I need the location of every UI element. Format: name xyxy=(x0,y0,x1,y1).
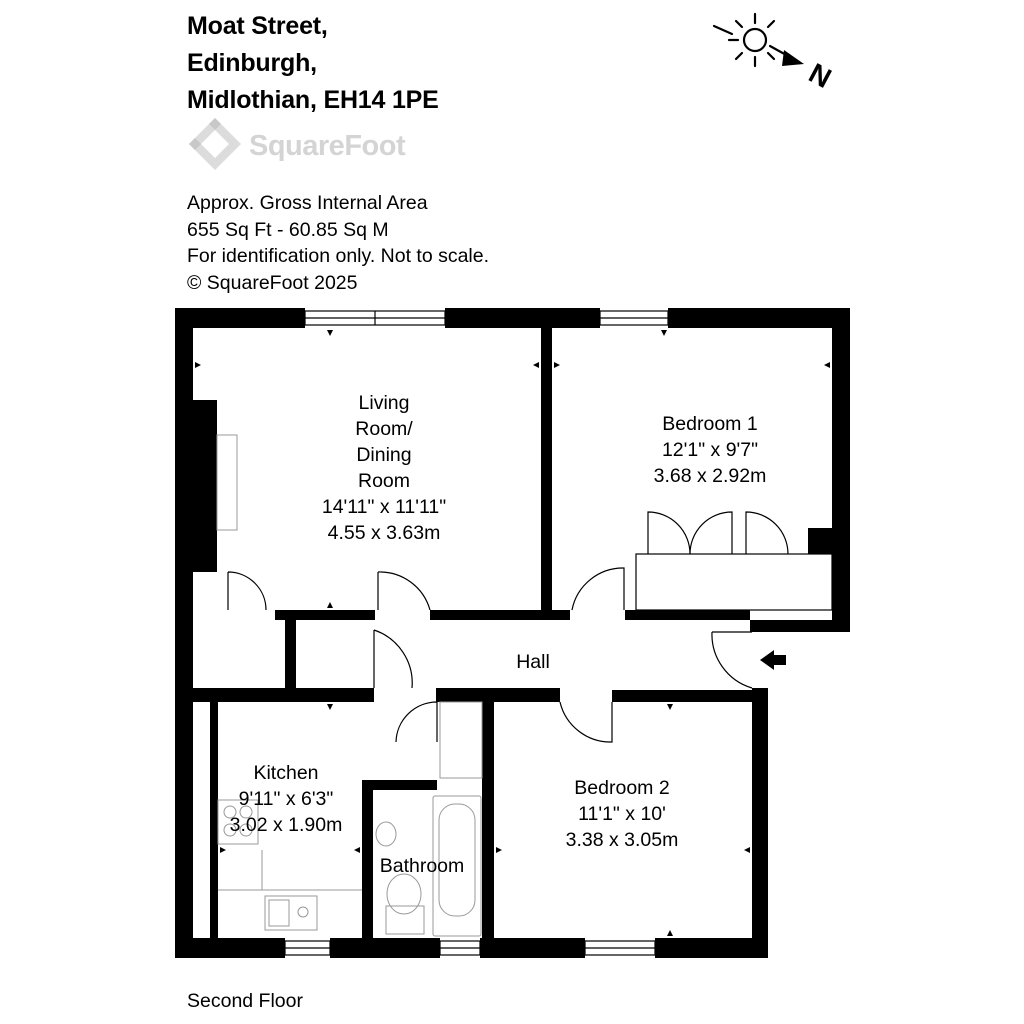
living-metric: 4.55 x 3.63m xyxy=(328,522,441,544)
kitchen-name: Kitchen xyxy=(253,762,318,784)
doors xyxy=(227,567,753,743)
squarefoot-logo: SquareFoot xyxy=(185,116,425,174)
floor-label: Second Floor xyxy=(187,990,303,1012)
property-address: Moat Street, Edinburgh, Midlothian, EH14… xyxy=(187,8,439,119)
living-name-2: Room/ xyxy=(355,418,413,440)
room-bedroom-2: Bedroom 2 11'1" x 10' 3.38 x 3.05m xyxy=(566,777,679,851)
area-label: Approx. Gross Internal Area xyxy=(187,192,428,214)
walls xyxy=(175,308,850,958)
bedroom1-metric: 3.68 x 2.92m xyxy=(654,465,767,487)
compass: N xyxy=(706,6,846,96)
room-living: Living Room/ Dining Room 14'11" x 11'11"… xyxy=(322,392,446,544)
kitchen-imperial: 9'11" x 6'3" xyxy=(239,788,334,810)
copyright: © SquareFoot 2025 xyxy=(187,271,358,294)
wardrobe xyxy=(635,511,833,611)
bedroom2-imperial: 11'1" x 10' xyxy=(578,803,666,825)
room-kitchen: Kitchen 9'11" x 6'3" 3.02 x 1.90m xyxy=(230,762,343,836)
bedroom1-imperial: 12'1" x 9'7" xyxy=(662,439,758,461)
living-imperial: 14'11" x 11'11" xyxy=(322,496,446,518)
living-name-1: Living xyxy=(359,392,410,414)
living-name-3: Dining xyxy=(356,444,411,466)
area-value: 655 Sq Ft - 60.85 Sq M xyxy=(187,218,389,241)
fireplace xyxy=(216,434,238,531)
squarefoot-logo-icon xyxy=(189,118,241,170)
hall-name: Hall xyxy=(516,651,550,673)
kitchen-metric: 3.02 x 1.90m xyxy=(230,814,343,836)
dimension-markers xyxy=(195,330,830,936)
logo-text: SquareFoot xyxy=(249,130,406,162)
entrance-arrow-icon xyxy=(760,650,786,670)
windows xyxy=(284,310,669,956)
bathroom-fixtures xyxy=(375,701,483,937)
sun-north-arrow-icon: N xyxy=(712,12,836,94)
disclaimer: For identification only. Not to scale. xyxy=(187,245,490,267)
bedroom2-name: Bedroom 2 xyxy=(574,777,669,799)
bedroom1-name: Bedroom 1 xyxy=(662,413,757,435)
bathroom-name: Bathroom xyxy=(380,855,465,877)
address-line-2: Edinburgh, xyxy=(187,49,317,77)
living-name-4: Room xyxy=(358,470,410,492)
address-line-1: Moat Street, xyxy=(187,12,328,40)
room-bedroom-1: Bedroom 1 12'1" x 9'7" 3.68 x 2.92m xyxy=(654,413,767,487)
area-info: Approx. Gross Internal Area 655 Sq Ft - … xyxy=(187,190,489,296)
bedroom2-metric: 3.38 x 3.05m xyxy=(566,829,679,851)
kitchen-fixtures xyxy=(217,799,362,931)
address-line-3: Midlothian, EH14 1PE xyxy=(187,86,439,114)
